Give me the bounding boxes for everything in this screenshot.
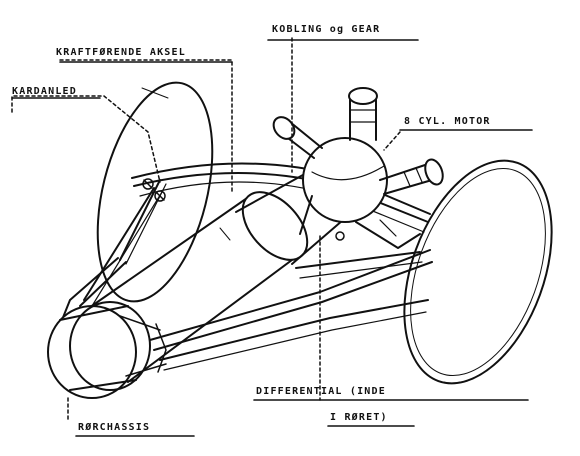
label-motor: 8 CYL. MOTOR xyxy=(404,116,491,127)
engine xyxy=(272,87,444,249)
label-differential-2: I RØRET) xyxy=(330,411,388,423)
label-kraftforende: KRAFTFØRENDE AKSEL xyxy=(56,46,186,58)
label-underlines xyxy=(11,39,533,437)
label-rorchassis: RØRCHASSIS xyxy=(78,421,150,433)
universal-joints xyxy=(142,178,345,241)
right-wheel xyxy=(403,159,553,385)
front-flange xyxy=(47,301,167,399)
label-kobling: KOBLING og GEAR xyxy=(272,24,380,35)
leader-lines xyxy=(11,37,401,421)
label-differential-1: DIFFERENTIAL (INDE xyxy=(256,386,386,397)
label-karbanled: KARDANLED xyxy=(12,86,77,97)
labels: KOBLING og GEAR KRAFTFØRENDE AKSEL KARDA… xyxy=(12,24,491,433)
